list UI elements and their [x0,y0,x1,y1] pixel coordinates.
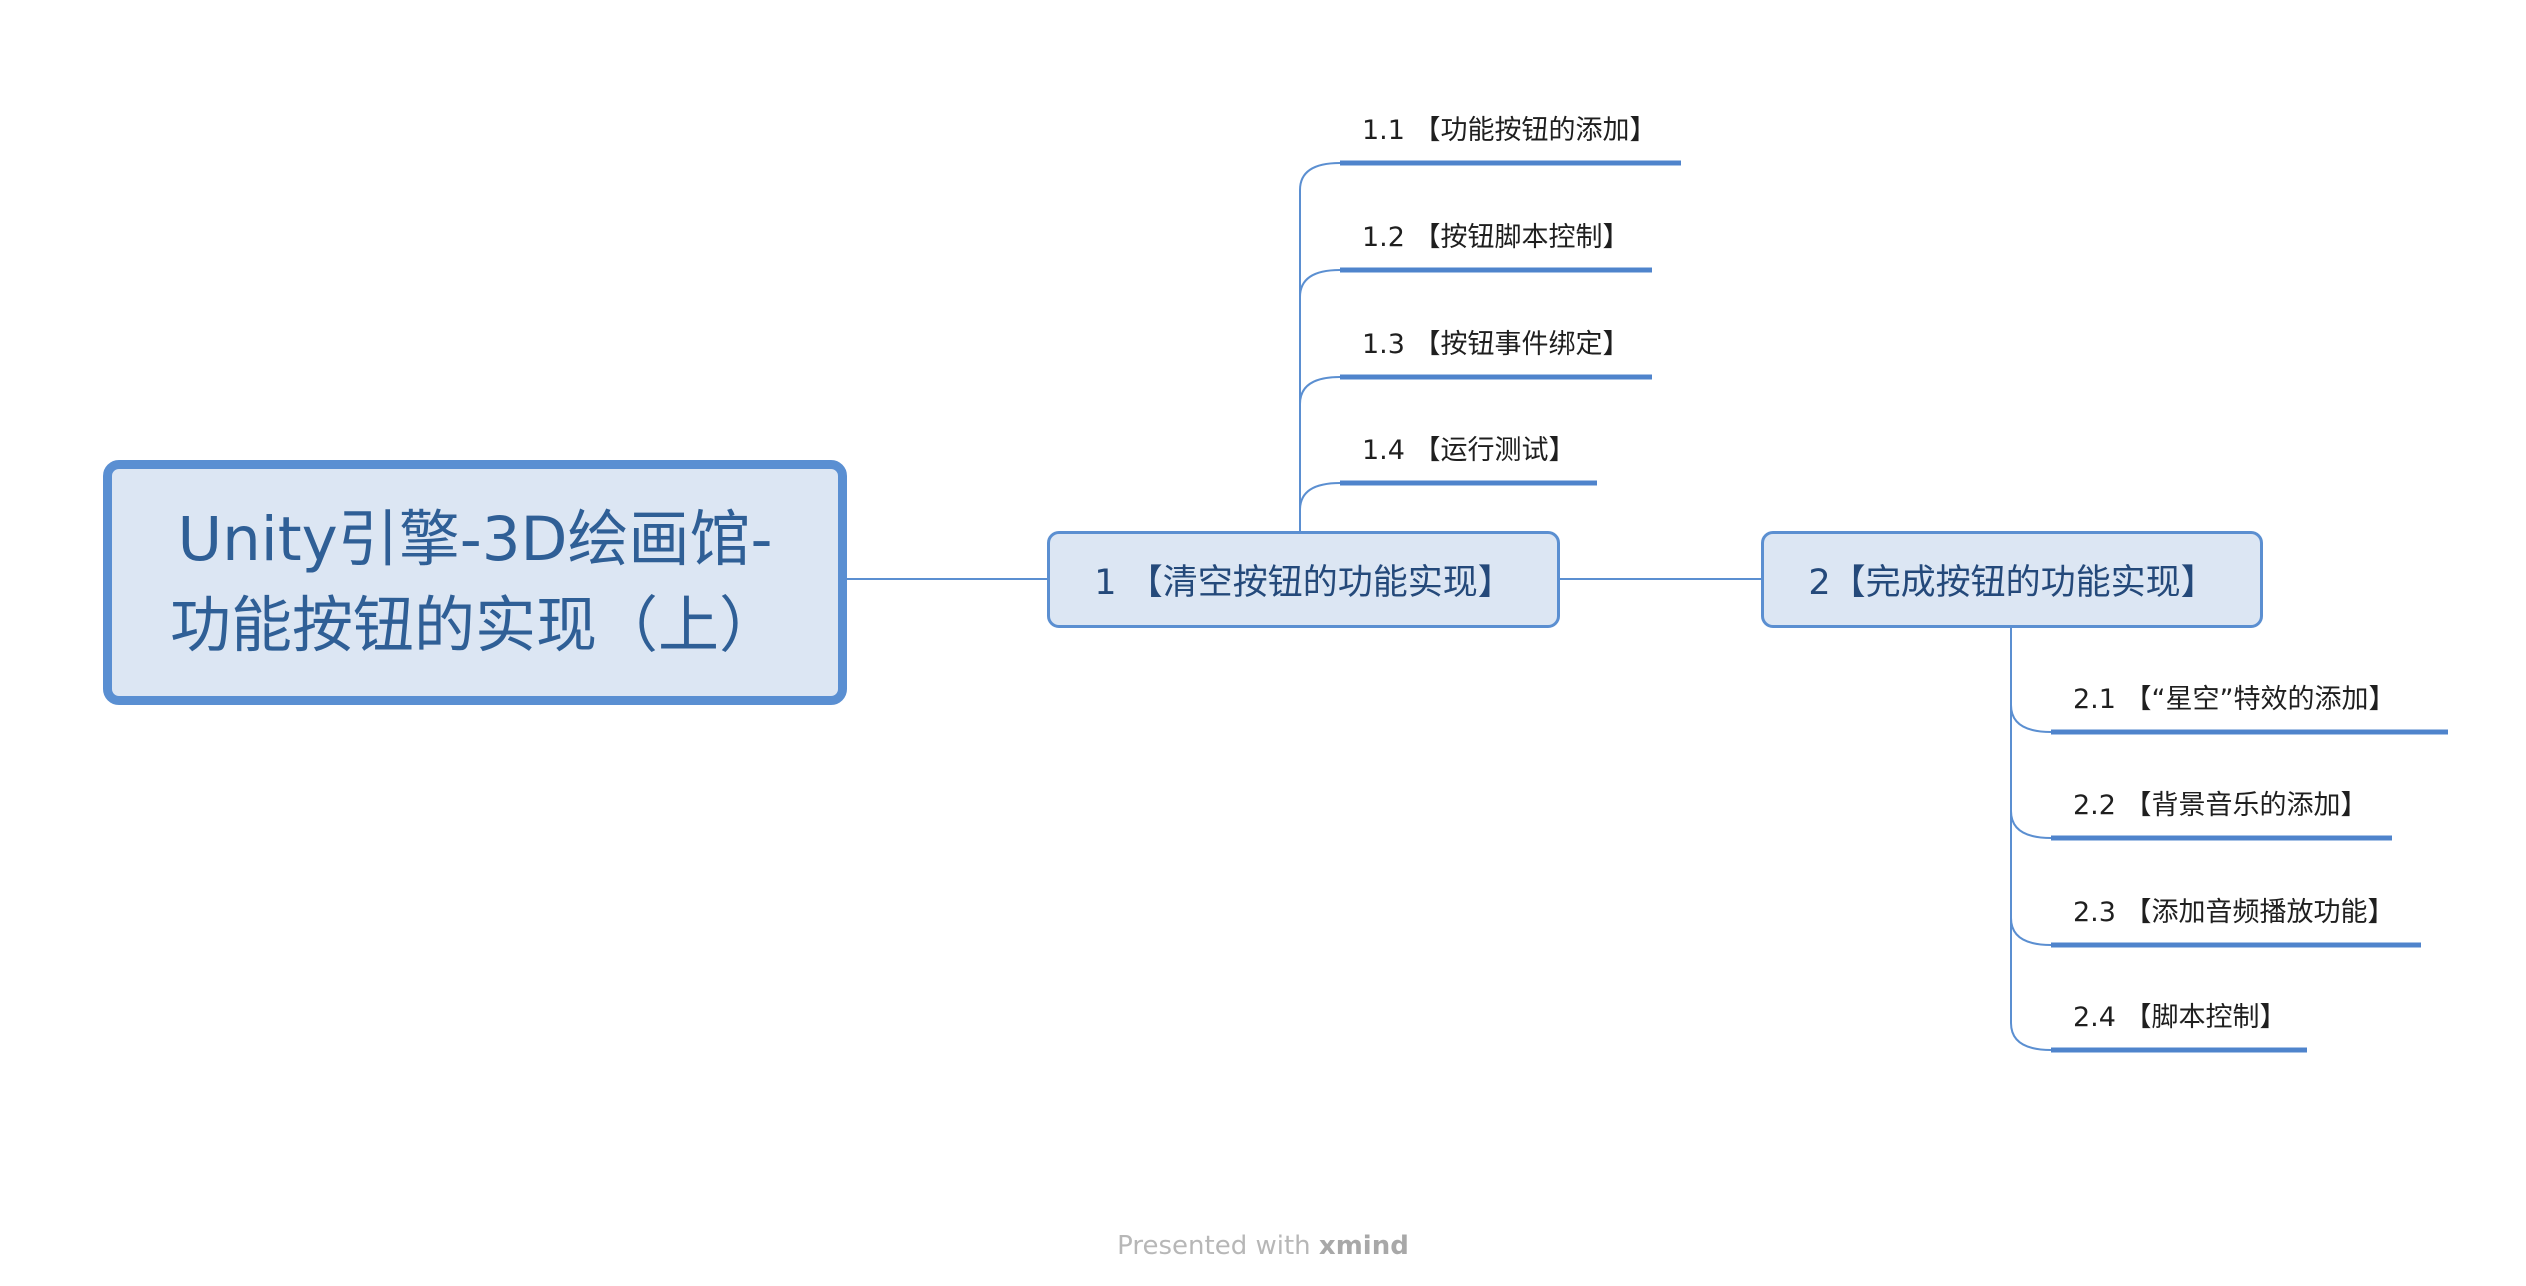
connector-branch2-leaf-1 [2010,704,2052,733]
subtopic-1-2[interactable]: 1.2 【按钮脚本控制】 [1362,222,1630,253]
central-topic-line-1: Unity引擎-3D绘画馆- [177,503,773,575]
connector-branch1-leaf-3 [1299,376,1341,405]
subtopic-1-3[interactable]: 1.3 【按钮事件绑定】 [1362,329,1630,360]
subtopic-1-4[interactable]: 1.4 【运行测试】 [1362,435,1576,466]
central-topic[interactable]: Unity引擎-3D绘画馆- 功能按钮的实现（上） [103,460,847,705]
main-topic-1[interactable]: 1 【清空按钮的功能实现】 [1047,531,1560,628]
subtopic-2-3[interactable]: 2.3 【添加音频播放功能】 [2073,897,2395,928]
connector-branch2-leaf-3 [2010,917,2052,946]
main-topic-2-label: 2【完成按钮的功能实现】 [1808,563,2216,603]
subtopic-2-2[interactable]: 2.2 【背景音乐的添加】 [2073,790,2368,821]
subtopic-2-1[interactable]: 2.1 【“星空”特效的添加】 [2073,684,2396,715]
connector-branch1-leaf-4 [1299,482,1341,511]
footer-brand: xmind [1318,1231,1409,1261]
subtopic-2-4[interactable]: 2.4 【脚本控制】 [2073,1002,2287,1033]
connector-branch2-leaf-4 [2010,1022,2052,1051]
central-topic-text: Unity引擎-3D绘画馆- 功能按钮的实现（上） [170,497,780,669]
footer-presented-text: Presented with [1117,1231,1311,1261]
connector-branch1-leaf-1 [1299,162,1341,191]
connector-branch1-leaf-2 [1299,269,1341,298]
subtopic-1-1[interactable]: 1.1 【功能按钮的添加】 [1362,115,1657,146]
connector-branch2-leaf-2 [2010,810,2052,839]
presented-with-footer: Presented with xmind [0,1231,2526,1261]
main-topic-1-label: 1 【清空按钮的功能实现】 [1094,563,1513,603]
central-topic-line-2: 功能按钮的实现（上） [169,589,780,661]
main-topic-2[interactable]: 2【完成按钮的功能实现】 [1761,531,2263,628]
